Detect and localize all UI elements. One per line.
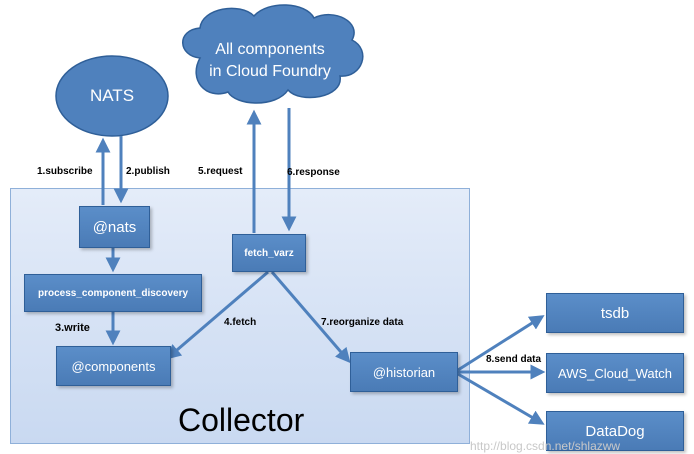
edge-label-reorganize: 7.reorganize data [321,317,404,328]
tsdb-box: tsdb [546,293,684,333]
edge-fetch [165,270,269,360]
nats-oval [55,55,169,137]
edge-label-request: 5.request [198,166,243,177]
cloud-label-line2: in Cloud Foundry [209,63,331,80]
edge-send-datadog [457,372,545,425]
process-component-discovery-box: process_component_discovery [24,274,202,312]
fetch-varz-box: fetch_varz [232,234,306,272]
edge-label-fetch: 4.fetch [224,317,257,328]
datadog-box: DataDog [546,411,684,451]
components-box: @components [56,346,171,386]
historian-box: @historian [350,352,458,392]
nats-box: @nats [79,206,150,248]
edge-label-write: 3.write [55,322,90,334]
edge-send-tsdb [457,315,545,372]
watermark-text: http://blog.csdn.net/shlazww [470,439,621,453]
nats-label: NATS [89,86,135,105]
collector-title: Collector [178,402,305,438]
aws-cloud-watch-box: AWS_Cloud_Watch [546,353,684,393]
cloud-shape [182,4,364,104]
edge-label-send: 8.send data [486,354,542,365]
edge-reorganize [270,271,351,364]
edge-label-subscribe: 1.subscribe [37,166,93,177]
cloud-label-line1: All components [215,41,325,58]
edge-label-response: 6.response [287,167,340,178]
edge-label-publish: 2.publish [126,166,170,177]
